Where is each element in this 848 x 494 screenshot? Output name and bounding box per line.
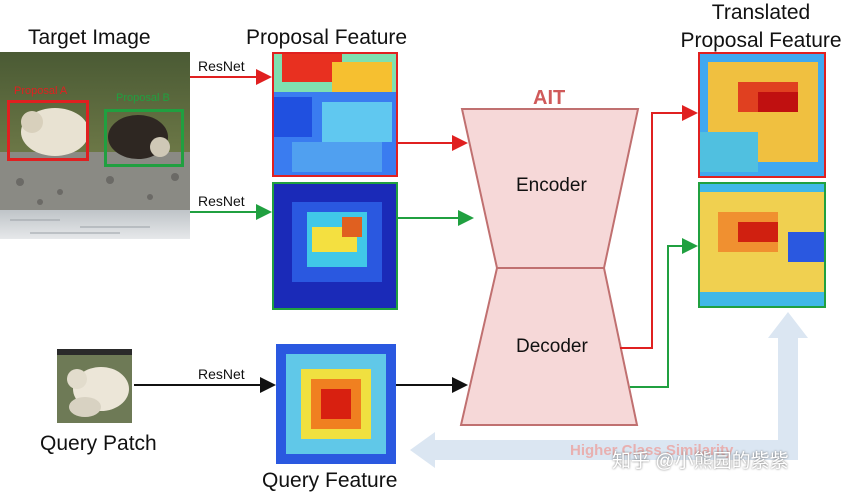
proposal-a-label: Proposal A <box>14 85 68 97</box>
resnet-label-top: ResNet <box>198 58 245 74</box>
proposal-feature-title: Proposal Feature <box>246 26 408 49</box>
resnet-label-bottom: ResNet <box>198 366 245 382</box>
decoder-label: Decoder <box>516 336 588 357</box>
query-feature-heatmap <box>276 344 396 464</box>
query-patch-image <box>57 349 132 423</box>
proposal-a-feature-heatmap <box>272 52 398 177</box>
translated-proposal-a-heatmap <box>698 52 826 178</box>
proposal-b-label: Proposal B <box>116 92 170 104</box>
decoder-to-translated-a-arrow <box>620 105 698 349</box>
target-image <box>0 52 190 239</box>
resnet-label-mid: ResNet <box>198 193 245 209</box>
query-patch-title: Query Patch <box>40 432 157 455</box>
query-feature-title: Query Feature <box>262 469 398 492</box>
proposal-b-feature-heatmap <box>272 182 398 310</box>
proposal-b-box <box>104 109 184 167</box>
watermark: 知乎 @小熊园的紫紫 <box>612 451 789 472</box>
similarity-arrow <box>410 312 808 468</box>
translated-title-line2: Proposal Feature <box>680 29 842 52</box>
ait-decoder-shape <box>459 267 639 426</box>
encoder-label: Encoder <box>516 175 587 196</box>
translated-title-line1: Translated <box>711 1 811 24</box>
decoder-to-translated-b-arrow <box>630 238 698 388</box>
translated-proposal-b-heatmap <box>698 182 826 308</box>
target-image-title: Target Image <box>28 26 151 49</box>
proposal-a-box <box>7 100 89 161</box>
similarity-label: Higher Class Similarity <box>570 442 734 459</box>
ait-title: AIT <box>533 87 566 109</box>
